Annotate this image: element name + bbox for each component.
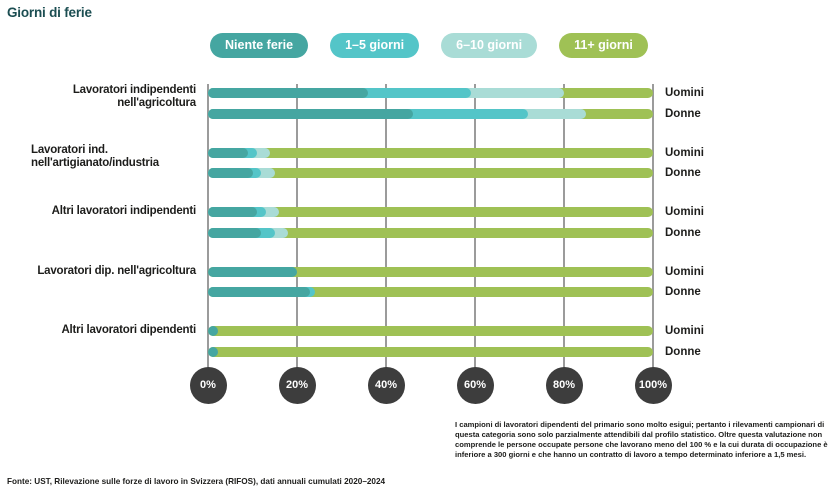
- axis-tick-label: 0%: [189, 367, 227, 404]
- axis-tick-label: 60%: [456, 367, 494, 404]
- legend: Niente ferie 1–5 giorni 6–10 giorni 11+ gio…: [210, 33, 648, 58]
- bar-segment: [208, 326, 218, 336]
- series-label: Donne: [665, 226, 701, 239]
- stacked-bar: [208, 266, 653, 277]
- stacked-bar: [208, 108, 653, 119]
- bar-segment: [208, 108, 413, 119]
- bar-segment: [208, 326, 653, 336]
- stacked-bar: [208, 168, 653, 178]
- bar-segment: [208, 227, 653, 238]
- page-title: Giorni di ferie: [7, 5, 92, 20]
- category-label: Lavoratori dip. nell'agricoltura: [37, 264, 196, 277]
- axis-tick-label: 40%: [367, 367, 405, 404]
- series-label: Uomini: [665, 325, 704, 337]
- gridline: [474, 84, 476, 368]
- axis-tick-label: 100%: [634, 367, 672, 404]
- gridline: [207, 84, 209, 368]
- stacked-bar: [208, 88, 653, 98]
- category-label: Altri lavoratori dipendenti: [61, 324, 196, 336]
- legend-pill: Niente ferie: [210, 33, 309, 58]
- source-text: Fonte: UST, Rilevazione sulle forze di l…: [7, 477, 386, 486]
- bar-segment: [208, 207, 257, 217]
- bar-segment: [208, 287, 653, 297]
- stacked-bar: [208, 287, 653, 297]
- category-label: Lavoratori ind.nell'artigianato/industri…: [31, 143, 159, 169]
- bar-segment: [208, 168, 653, 178]
- series-label: Uomini: [665, 265, 704, 278]
- bar-segment: [208, 88, 369, 98]
- bar-segment: [208, 227, 262, 238]
- bar-segment: [208, 168, 253, 178]
- stacked-bar: [208, 326, 653, 336]
- stacked-bar: [208, 227, 653, 238]
- stacked-bar: [208, 147, 653, 158]
- axis-tick-label: 20%: [278, 367, 316, 404]
- legend-pill: 1–5 giorni: [330, 33, 420, 58]
- bar-segment: [208, 346, 653, 357]
- series-label: Donne: [665, 167, 701, 179]
- series-label: Donne: [665, 286, 701, 298]
- series-label: Donne: [665, 107, 701, 120]
- legend-pill: 11+ giorni: [559, 33, 648, 58]
- bar-segment: [208, 346, 218, 357]
- category-label: Altri lavoratori indipendenti: [51, 205, 197, 217]
- bar-segment: [208, 147, 653, 158]
- bar-segment: [208, 266, 653, 277]
- bar-segment: [208, 207, 653, 217]
- series-label: Donne: [665, 345, 701, 358]
- footnote-text: I campioni di lavoratori dipendenti del …: [455, 420, 828, 459]
- stacked-bar: [208, 346, 653, 357]
- stacked-bar: [208, 207, 653, 217]
- bar-segment: [208, 287, 311, 297]
- gridline: [563, 84, 565, 368]
- series-label: Uomini: [665, 206, 704, 218]
- bar-segment: [208, 266, 297, 277]
- legend-pill: 6–10 giorni: [441, 33, 538, 58]
- series-label: Uomini: [665, 146, 704, 159]
- series-label: Uomini: [665, 87, 704, 99]
- gridline: [652, 84, 654, 368]
- axis-tick-label: 80%: [545, 367, 583, 404]
- gridline: [385, 84, 387, 368]
- bar-segment: [208, 147, 249, 158]
- gridline: [296, 84, 298, 368]
